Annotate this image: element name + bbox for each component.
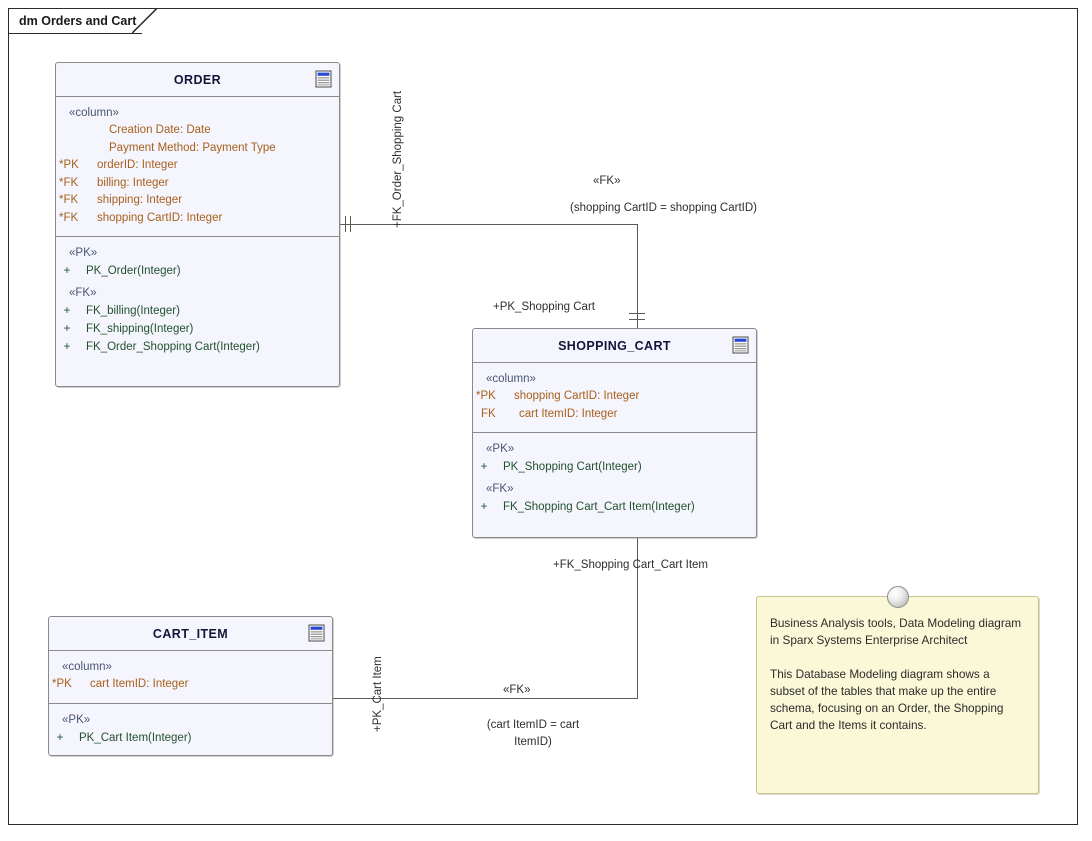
operation-name: FK_Order_Shopping Cart(Integer) xyxy=(86,341,260,353)
connector-shopping-cart-cart-item-vertical[interactable] xyxy=(637,538,638,698)
table-order-columns: «column» Creation Date: Date Payment Met… xyxy=(56,97,339,237)
operation-row: + PK_Shopping Cart(Integer) xyxy=(473,458,756,476)
stereotype-column: «column» xyxy=(62,661,112,673)
column-row: *PK cart ItemID: Integer xyxy=(49,676,332,694)
note-element[interactable]: Business Analysis tools, Data Modeling d… xyxy=(756,586,1039,794)
table-shopping-cart[interactable]: SHOPPING_CART «column» *PK shopping Cart… xyxy=(472,328,757,538)
note-spacer xyxy=(757,649,1038,666)
table-cart-item[interactable]: CART_ITEM «column» *PK cart ItemID: Inte… xyxy=(48,616,333,756)
column-name: billing: Integer xyxy=(97,176,169,189)
table-order-name: ORDER xyxy=(173,72,222,87)
operation-visibility: + xyxy=(63,323,71,335)
stereotype-column: «column» xyxy=(69,107,119,119)
connector-shopping-cart-cart-item-horizontal[interactable] xyxy=(333,698,638,699)
column-row: *PK orderID: Integer xyxy=(56,157,339,175)
operation-row: + FK_Shopping Cart_Cart Item(Integer) xyxy=(473,498,756,516)
column-row: FK cart ItemID: Integer xyxy=(473,406,756,424)
column-name: Payment Method: Payment Type xyxy=(109,141,276,154)
operation-row: + PK_Cart Item(Integer) xyxy=(49,729,332,747)
table-shopping-cart-name: SHOPPING_CART xyxy=(558,338,671,353)
connector-label-fk-shopping-cart-cart-item: +FK_Shopping Cart_Cart Item xyxy=(553,559,709,571)
connector-label-pk-cart-item: +PK_Cart Item xyxy=(372,656,384,732)
operation-name: PK_Shopping Cart(Integer) xyxy=(503,461,642,473)
connector-stereotype-fk-1: «FK» xyxy=(593,175,621,187)
column-name: shopping CartID: Integer xyxy=(97,211,223,224)
stereotype-pk: «PK» xyxy=(62,713,91,726)
table-cart-item-columns: «column» *PK cart ItemID: Integer xyxy=(49,651,332,704)
cardinality-tick-order-2 xyxy=(350,216,351,232)
column-row: *FK shipping: Integer xyxy=(56,192,339,210)
stereotype-fk: «FK» xyxy=(486,483,514,495)
connector-label-fk-order-shopping-cart: +FK_Order_Shopping Cart xyxy=(392,90,404,228)
connector-stereotype-fk-2: «FK» xyxy=(503,684,531,696)
column-row: Creation Date: Date xyxy=(56,122,339,140)
note-pin-icon xyxy=(886,586,909,608)
table-shopping-cart-columns: «column» *PK shopping CartID: Integer FK… xyxy=(473,363,756,433)
operation-visibility: + xyxy=(63,341,71,353)
table-icon xyxy=(315,70,332,88)
column-row: *FK billing: Integer xyxy=(56,175,339,193)
table-icon xyxy=(732,336,749,354)
connector-constraint-2-line2: ItemID) xyxy=(514,736,552,748)
operation-visibility: + xyxy=(480,501,488,513)
column-key: *PK xyxy=(59,159,79,171)
column-key: *PK xyxy=(52,678,72,690)
stereotype-column: «column» xyxy=(486,373,536,385)
cardinality-tick-cart-2 xyxy=(629,319,645,320)
table-shopping-cart-operations: «PK» + PK_Shopping Cart(Integer) «FK» + … xyxy=(473,433,756,525)
connector-constraint-1: (shopping CartID = shopping CartID) xyxy=(570,202,757,214)
connector-label-pk-shopping-cart: +PK_Shopping Cart xyxy=(493,301,595,313)
table-order[interactable]: ORDER «column» Creation Date: Date Payme… xyxy=(55,62,340,387)
column-row: *FK shopping CartID: Integer xyxy=(56,210,339,228)
operation-row: + FK_shipping(Integer) xyxy=(56,320,339,338)
stereotype-pk: «PK» xyxy=(69,247,98,259)
operation-visibility: + xyxy=(63,265,71,277)
column-name: orderID: Integer xyxy=(97,159,178,171)
column-key: *FK xyxy=(59,194,79,206)
note-paragraph-1: Business Analysis tools, Data Modeling d… xyxy=(770,616,1022,647)
column-key xyxy=(56,122,97,140)
table-icon xyxy=(308,624,325,642)
column-name: shopping CartID: Integer xyxy=(514,390,640,402)
table-cart-item-operations: «PK» + PK_Cart Item(Integer) xyxy=(49,704,332,756)
table-cart-item-title: CART_ITEM xyxy=(49,617,332,651)
operation-row: + FK_Order_Shopping Cart(Integer) xyxy=(56,338,339,356)
diagram-title-tab: dm Orders and Cart xyxy=(8,8,143,34)
table-cart-item-name: CART_ITEM xyxy=(152,626,229,641)
column-name: cart ItemID: Integer xyxy=(519,407,618,420)
cardinality-tick-order-1 xyxy=(345,216,346,232)
column-name: cart ItemID: Integer xyxy=(90,678,189,690)
stereotype-pk: «PK» xyxy=(486,443,515,455)
note-paragraph-2: This Database Modeling diagram shows a s… xyxy=(770,667,1004,732)
operation-visibility: + xyxy=(63,305,71,317)
column-name: shipping: Integer xyxy=(97,194,183,206)
connector-order-shopping-cart-vertical[interactable] xyxy=(637,224,638,328)
operation-name: FK_shipping(Integer) xyxy=(86,323,194,335)
column-name: Creation Date: Date xyxy=(109,124,211,136)
column-key: *PK xyxy=(476,390,496,402)
column-key: FK xyxy=(481,407,496,420)
column-row: *PK shopping CartID: Integer xyxy=(473,388,756,406)
column-key xyxy=(56,140,97,158)
column-row: Payment Method: Payment Type xyxy=(56,140,339,158)
operation-name: FK_Shopping Cart_Cart Item(Integer) xyxy=(503,501,695,513)
table-order-title: ORDER xyxy=(56,63,339,97)
diagram-title-label: dm Orders and Cart xyxy=(19,14,137,28)
note-body: Business Analysis tools, Data Modeling d… xyxy=(757,597,1038,734)
column-key: *FK xyxy=(59,176,79,189)
operation-name: PK_Order(Integer) xyxy=(86,265,181,277)
cardinality-tick-cart-1 xyxy=(629,313,645,314)
column-key: *FK xyxy=(59,211,79,224)
operation-name: PK_Cart Item(Integer) xyxy=(79,731,192,744)
operation-name: FK_billing(Integer) xyxy=(86,305,180,317)
table-order-operations: «PK» + PK_Order(Integer) «FK» + FK_billi… xyxy=(56,237,339,365)
operation-visibility: + xyxy=(480,461,488,473)
connector-order-shopping-cart-horizontal[interactable] xyxy=(340,224,638,225)
operation-row: + PK_Order(Integer) xyxy=(56,262,339,280)
table-shopping-cart-title: SHOPPING_CART xyxy=(473,329,756,363)
stereotype-fk: «FK» xyxy=(69,287,97,299)
operation-row: + FK_billing(Integer) xyxy=(56,302,339,320)
operation-visibility: + xyxy=(56,731,64,744)
connector-constraint-2-line1: (cart ItemID = cart xyxy=(486,719,580,731)
